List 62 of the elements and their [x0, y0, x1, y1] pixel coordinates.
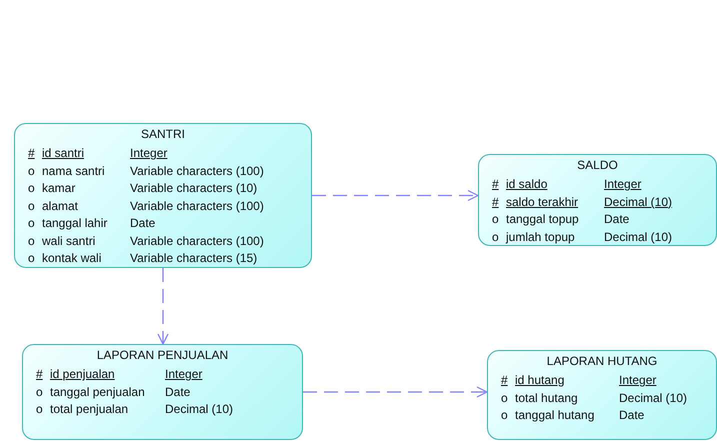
- data-type: Variable characters (100): [130, 162, 265, 179]
- key-marker: #: [36, 366, 44, 382]
- key-marker: o: [36, 384, 44, 400]
- relationship-arrow: [157, 268, 169, 345]
- data-type: Variable characters (10): [130, 180, 258, 196]
- key-marker: o: [492, 228, 500, 245]
- data-type: Date: [130, 215, 156, 232]
- data-type: Integer: [130, 145, 168, 162]
- data-type: Decimal (10): [604, 194, 674, 210]
- key-marker: #: [501, 372, 509, 388]
- entity-box: [14, 123, 312, 268]
- entity-name: LAPORAN HUTANG: [546, 354, 658, 368]
- data-type: Decimal (10): [604, 228, 674, 245]
- data-type: Variable characters (100): [130, 232, 265, 249]
- attribute-name: wali santri: [42, 232, 96, 249]
- data-type: Decimal (10): [165, 401, 234, 418]
- entity-name: LAPORAN PENJUALAN: [96, 348, 230, 362]
- key-marker: o: [28, 232, 36, 249]
- entity-box: [22, 344, 303, 440]
- attribute-name: id penjualan: [50, 366, 116, 382]
- data-type: Date: [165, 384, 192, 400]
- key-marker: o: [28, 162, 36, 179]
- attribute-name: kamar: [42, 180, 76, 196]
- key-marker: o: [501, 390, 509, 406]
- entity-name: SANTRI: [140, 127, 186, 141]
- attribute-name: total hutang: [515, 390, 579, 406]
- key-marker: #: [492, 176, 500, 192]
- attribute-name: id hutang: [515, 372, 566, 388]
- attribute-name: id saldo: [506, 176, 548, 192]
- entity-box: [478, 154, 717, 246]
- attribute-name: nama santri: [42, 162, 106, 179]
- attribute-name: id santri: [42, 145, 86, 162]
- attribute-name: jumlah topup: [506, 228, 576, 245]
- key-marker: o: [36, 401, 44, 418]
- data-type: Date: [604, 211, 630, 228]
- key-marker: o: [28, 180, 36, 196]
- data-type: Variable characters (100): [130, 198, 265, 214]
- data-type: Decimal (10): [619, 390, 688, 406]
- key-marker: #: [492, 194, 500, 210]
- data-type: Integer: [604, 176, 642, 192]
- data-type: Integer: [165, 366, 204, 382]
- data-type: Variable characters (15): [130, 250, 258, 266]
- attribute-name: tanggal hutang: [515, 407, 596, 424]
- attribute-name: kontak wali: [42, 250, 102, 266]
- entity-name: SALDO: [576, 158, 619, 172]
- key-marker: o: [28, 198, 36, 214]
- key-marker: o: [28, 250, 36, 266]
- attribute-name: saldo terakhir: [506, 194, 580, 210]
- attribute-name: tanggal penjualan: [50, 384, 146, 400]
- relationship-arrow: [303, 386, 488, 398]
- attribute-name: alamat: [42, 198, 80, 214]
- attribute-name: tanggal topup: [506, 211, 580, 228]
- relationship-arrow: [312, 190, 479, 202]
- data-type: Date: [619, 407, 646, 424]
- key-marker: #: [28, 145, 36, 162]
- attribute-name: tanggal lahir: [42, 215, 108, 232]
- data-type: Integer: [619, 372, 658, 388]
- key-marker: o: [492, 211, 500, 228]
- key-marker: o: [28, 215, 36, 232]
- attribute-name: total penjualan: [50, 401, 130, 418]
- key-marker: o: [501, 407, 509, 424]
- entity-box: [487, 350, 717, 440]
